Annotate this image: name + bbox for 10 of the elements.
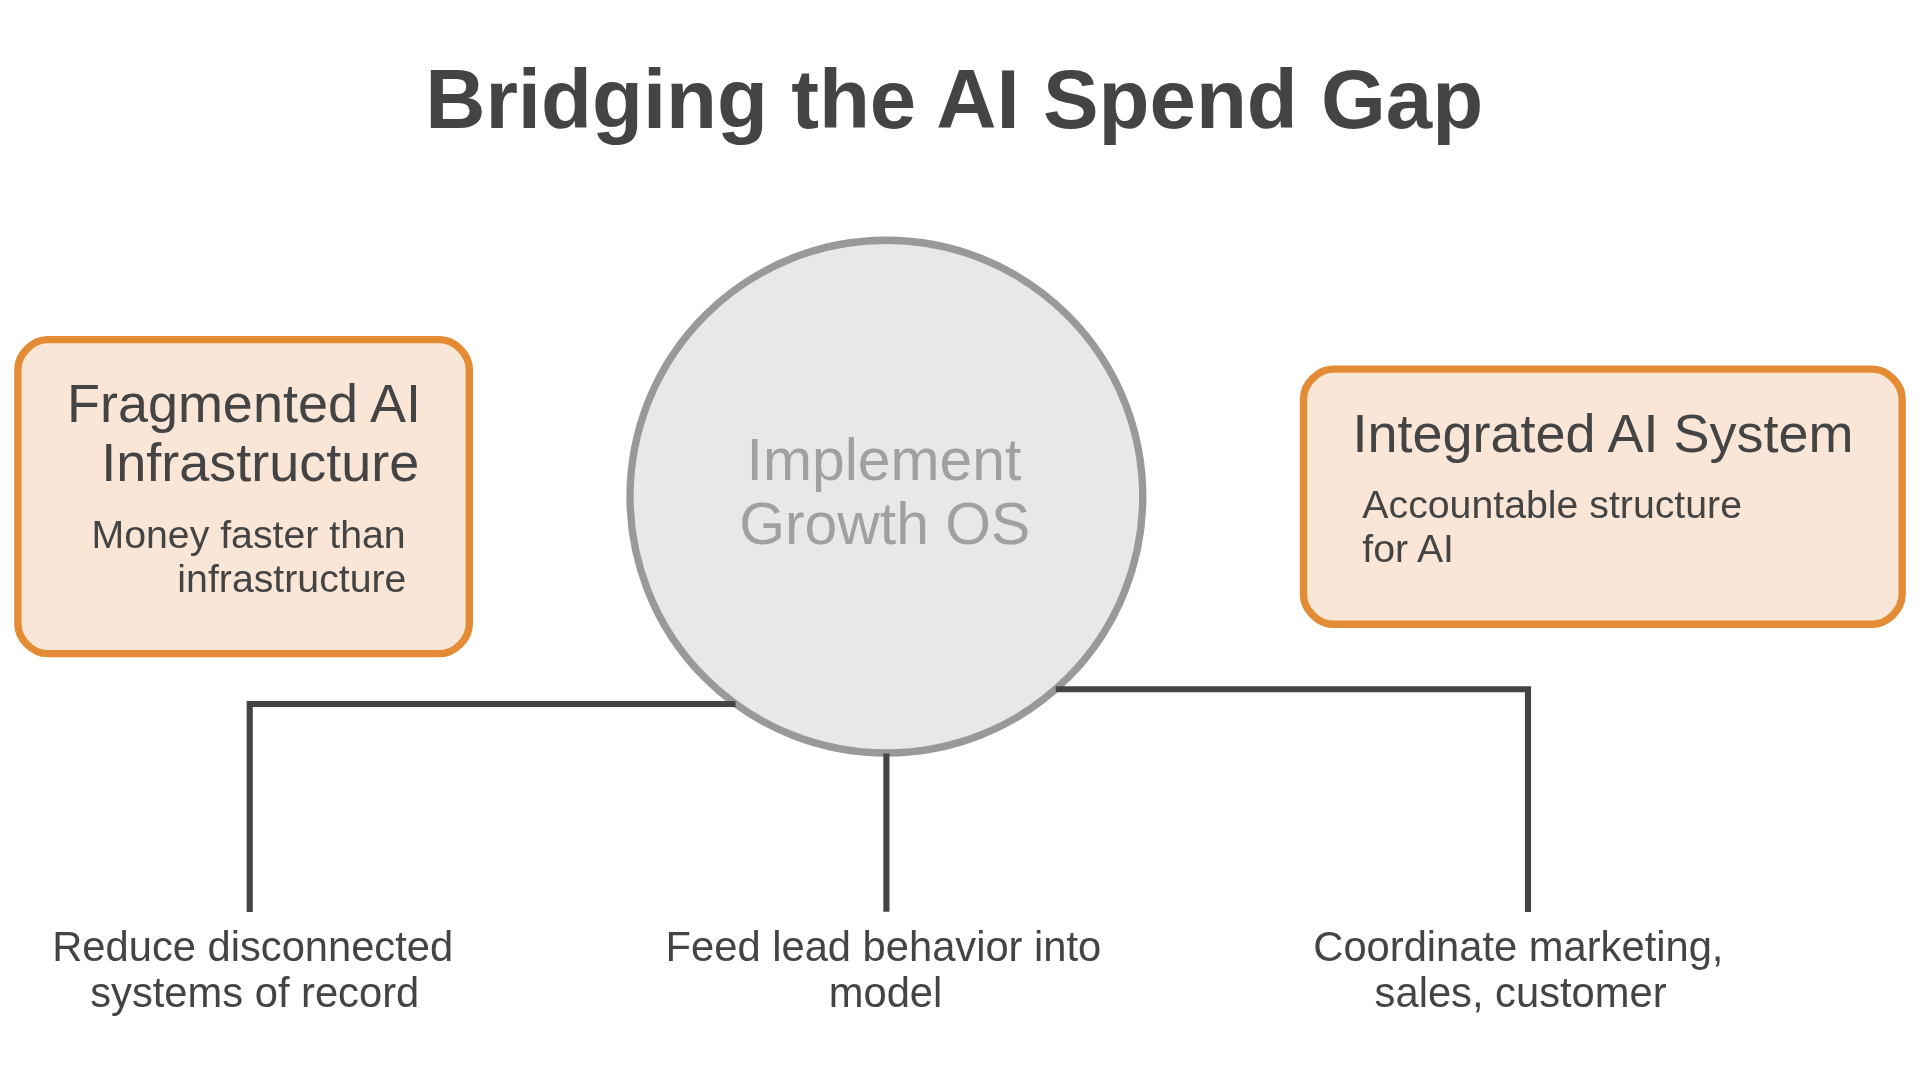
node-text: Coordinate marketing, sales, customer <box>1313 922 1724 1016</box>
connector <box>883 752 890 912</box>
node-circle: Implement Growth OS <box>626 236 1147 757</box>
diagram-title: Bridging the AI Spend Gap <box>425 51 1484 146</box>
node-box: Integrated AI System Accountable structure for AI <box>1299 364 1906 628</box>
connector <box>246 700 736 912</box>
node-text: Feed lead behavior into model <box>665 922 1102 1016</box>
node-text: Reduce disconnected systems of record <box>52 922 454 1016</box>
connector <box>1055 685 1532 912</box>
node-box: Fragmented AI Infrastructure Money faster than infrastructure <box>14 335 473 657</box>
